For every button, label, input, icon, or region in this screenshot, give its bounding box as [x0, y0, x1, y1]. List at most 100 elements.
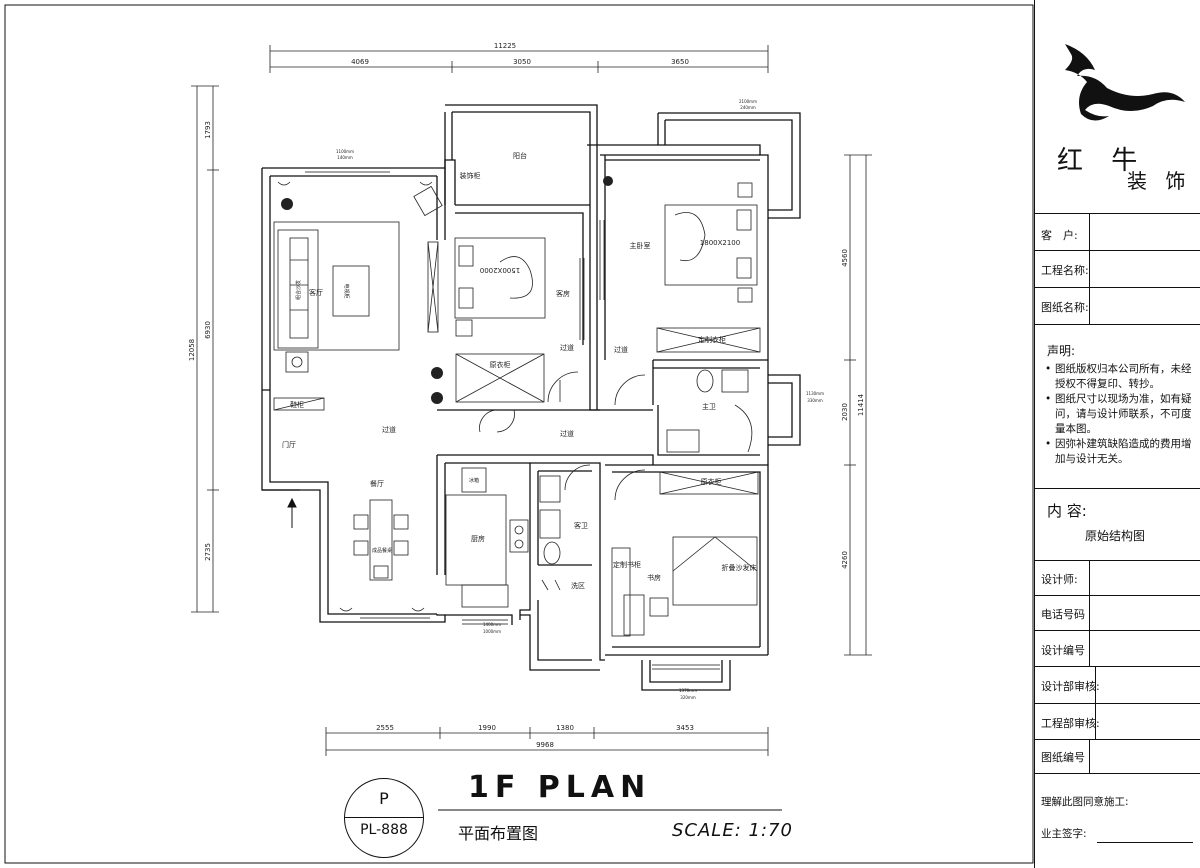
label-wardrobe-1: 原衣柜 [490, 360, 511, 369]
master-bed [599, 182, 761, 406]
label-master-bath: 主卫 [702, 402, 716, 411]
label-foyer: 门厅 [282, 440, 296, 449]
dim-top-total: 11225 [494, 42, 516, 50]
label-corridor-4: 过道 [560, 429, 574, 438]
label-kitchen: 厨房 [471, 534, 485, 543]
dim-bottom-total: 9968 [536, 741, 554, 749]
win-dim-3a: 1130mm [806, 391, 824, 396]
drawing-no-label: 图纸编号 [1041, 751, 1085, 764]
label-corridor-2: 过道 [614, 345, 628, 354]
win-dim-5b: 320mm [680, 695, 696, 700]
windows [305, 167, 720, 670]
content-box [1035, 488, 1200, 561]
label-study: 书房 [647, 573, 661, 582]
dim-top-1: 4069 [351, 58, 369, 66]
phone-label: 电话号码 [1041, 608, 1085, 621]
label-balcony: 阳台 [513, 151, 527, 160]
brand-line-2: 装 饰 [1127, 169, 1192, 193]
design-no-field[interactable] [1089, 630, 1200, 666]
living-furniture [273, 181, 443, 411]
project-field[interactable] [1089, 250, 1200, 287]
client-label: 客 户: [1041, 229, 1078, 242]
dim-left-1: 1793 [204, 121, 212, 139]
label-corridor-3: 过道 [382, 425, 396, 434]
statement-note: 因弥补建筑缺陷造成的费用增加与设计无关。 [1043, 437, 1195, 467]
designer-field[interactable] [1089, 560, 1200, 595]
agree-label: 理解此图同意施工: [1041, 796, 1129, 808]
dim-left-total: 12058 [188, 339, 196, 361]
walls [261, 104, 801, 691]
badge-letter: P [379, 789, 389, 808]
dim-top-3: 3650 [671, 58, 689, 66]
owner-sign-label: 业主签字: [1041, 828, 1087, 840]
dining-furniture [339, 499, 425, 612]
label-tv-cabinet: 电视柜 [343, 283, 350, 298]
design-review-label: 设计部审核: [1041, 680, 1100, 693]
dimension-lines [191, 45, 872, 756]
dim-right-2: 2030 [841, 403, 849, 421]
floor-plan: 11225 4069 3050 3650 1793 12058 6930 273… [4, 4, 1034, 864]
plant-decorations [281, 176, 613, 404]
plan-scale: SCALE: 1:70 [672, 820, 793, 841]
owner-signature-line[interactable] [1097, 842, 1193, 843]
label-bed-2: 1800X2100 [700, 239, 740, 247]
dimension-labels: 11225 4069 3050 3650 1793 12058 6930 273… [188, 42, 865, 749]
dim-bottom-2: 1990 [478, 724, 496, 732]
statement-notes: 图纸版权归本公司所有，未经授权不得复印、转抄。 图纸尺寸以现场为准，如有疑问，请… [1043, 362, 1195, 467]
brand-line-1: 红 牛 [1057, 146, 1148, 176]
win-dim-2b: 240mm [740, 105, 756, 110]
guest-bath-fixtures [539, 464, 591, 591]
win-dim-2a: 2100mm [739, 99, 757, 104]
win-dim-1a: 1100mm [336, 149, 354, 154]
master-bath-fixtures [666, 369, 753, 453]
label-bookcase: 定制书柜 [613, 560, 641, 569]
design-no-row: 设计编号 [1035, 630, 1200, 667]
label-bed-1: 1500X2000 [480, 266, 520, 274]
eng-review-field[interactable] [1095, 703, 1200, 739]
statement-box [1035, 324, 1200, 489]
study-furniture [611, 469, 759, 637]
win-dim-4a: 1400mm [483, 622, 501, 627]
label-guest-bath: 客卫 [574, 521, 588, 530]
dim-bottom-3: 1380 [556, 724, 574, 732]
label-sofa-bed: 折叠沙发床 [722, 563, 757, 572]
label-guest-room: 客房 [556, 289, 570, 298]
label-wardrobe-2: 定制衣柜 [698, 335, 726, 344]
phone-field[interactable] [1089, 595, 1200, 630]
label-laundry: 洗区 [571, 581, 585, 590]
label-dining-set: 成品餐桌 [372, 547, 392, 554]
eng-review-row: 工程部审核: [1035, 703, 1200, 740]
project-row: 工程名称: [1035, 250, 1200, 288]
entrance-arrow [287, 497, 297, 528]
content-title: 内 容: [1047, 502, 1087, 520]
eng-review-label: 工程部审核: [1041, 717, 1100, 730]
client-row: 客 户: [1035, 213, 1200, 251]
dim-right-3: 4260 [841, 551, 849, 569]
dim-bottom-1: 2555 [376, 724, 394, 732]
win-dim-1b: 140mm [337, 155, 353, 160]
statement-note: 图纸版权归本公司所有，未经授权不得复印、转抄。 [1043, 362, 1195, 392]
designer-label: 设计师: [1041, 573, 1078, 586]
label-shoe-cabinet: 鞋柜 [290, 400, 304, 409]
label-dining: 餐厅 [370, 479, 384, 488]
phone-row: 电话号码 [1035, 595, 1200, 631]
label-corridor-1: 过道 [560, 343, 574, 352]
drawing-badge: P PL-888 [344, 778, 424, 858]
kitchen-fixtures [445, 467, 529, 608]
project-label: 工程名称: [1041, 264, 1089, 277]
win-dim-4b: 1000mm [483, 629, 501, 634]
design-review-row: 设计部审核: [1035, 666, 1200, 704]
bull-logo-icon [1065, 44, 1185, 121]
label-master: 主卧室 [630, 241, 651, 250]
label-wardrobe-3: 原衣柜 [701, 477, 722, 486]
drawing-label: 图纸名称: [1041, 301, 1089, 314]
design-no-label: 设计编号 [1041, 644, 1085, 657]
dim-left-2: 6930 [204, 321, 212, 339]
drawing-no-field[interactable] [1089, 739, 1200, 773]
dim-right-total: 11414 [857, 393, 865, 416]
win-dim-3b: 330mm [807, 398, 823, 403]
client-field[interactable] [1089, 213, 1200, 250]
design-review-field[interactable] [1095, 666, 1200, 703]
drawing-field[interactable] [1089, 287, 1200, 324]
dim-bottom-4: 3453 [676, 724, 694, 732]
